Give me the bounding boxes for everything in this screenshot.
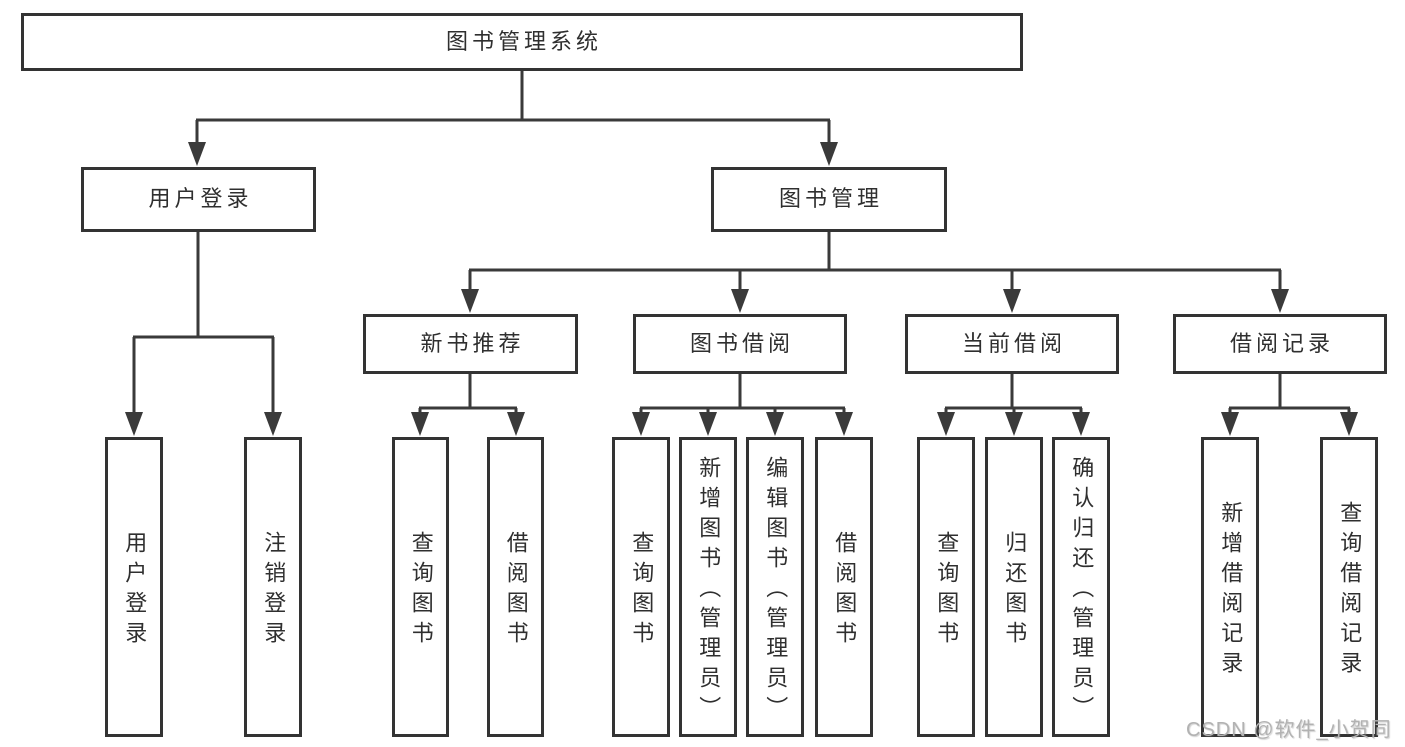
node-current-borrowing: 当前借阅 <box>905 314 1119 374</box>
leaf-borrow-books-recommend: 借阅图书 <box>487 437 544 737</box>
leaf-query-books-recommend: 查询图书 <box>392 437 449 737</box>
csdn-watermark: CSDN @软件_小贺同学 <box>1186 719 1392 741</box>
node-user-login: 用户登录 <box>81 167 316 232</box>
leaf-return-book: 归还图书 <box>985 437 1043 737</box>
leaf-edit-book-admin: 编辑图书（管理员） <box>746 437 804 737</box>
leaf-confirm-return-admin: 确认归还（管理员） <box>1052 437 1110 737</box>
leaf-logout: 注销登录 <box>244 437 302 737</box>
leaf-user-login: 用户登录 <box>105 437 163 737</box>
node-book-management: 图书管理 <box>711 167 947 232</box>
leaf-add-book-admin: 新增图书（管理员） <box>679 437 737 737</box>
node-new-book-recommend: 新书推荐 <box>363 314 578 374</box>
node-borrowing-records: 借阅记录 <box>1173 314 1387 374</box>
arrowheads <box>125 142 1358 436</box>
node-root: 图书管理系统 <box>21 13 1023 71</box>
leaf-add-borrow-record: 新增借阅记录 <box>1201 437 1259 737</box>
node-book-borrowing: 图书借阅 <box>633 314 847 374</box>
leaf-query-books-borrowing: 查询图书 <box>612 437 670 737</box>
leaf-borrow-books-borrowing: 借阅图书 <box>815 437 873 737</box>
leaf-query-borrow-record: 查询借阅记录 <box>1320 437 1378 737</box>
tree-edges <box>132 71 1351 418</box>
leaf-query-books-current: 查询图书 <box>917 437 975 737</box>
